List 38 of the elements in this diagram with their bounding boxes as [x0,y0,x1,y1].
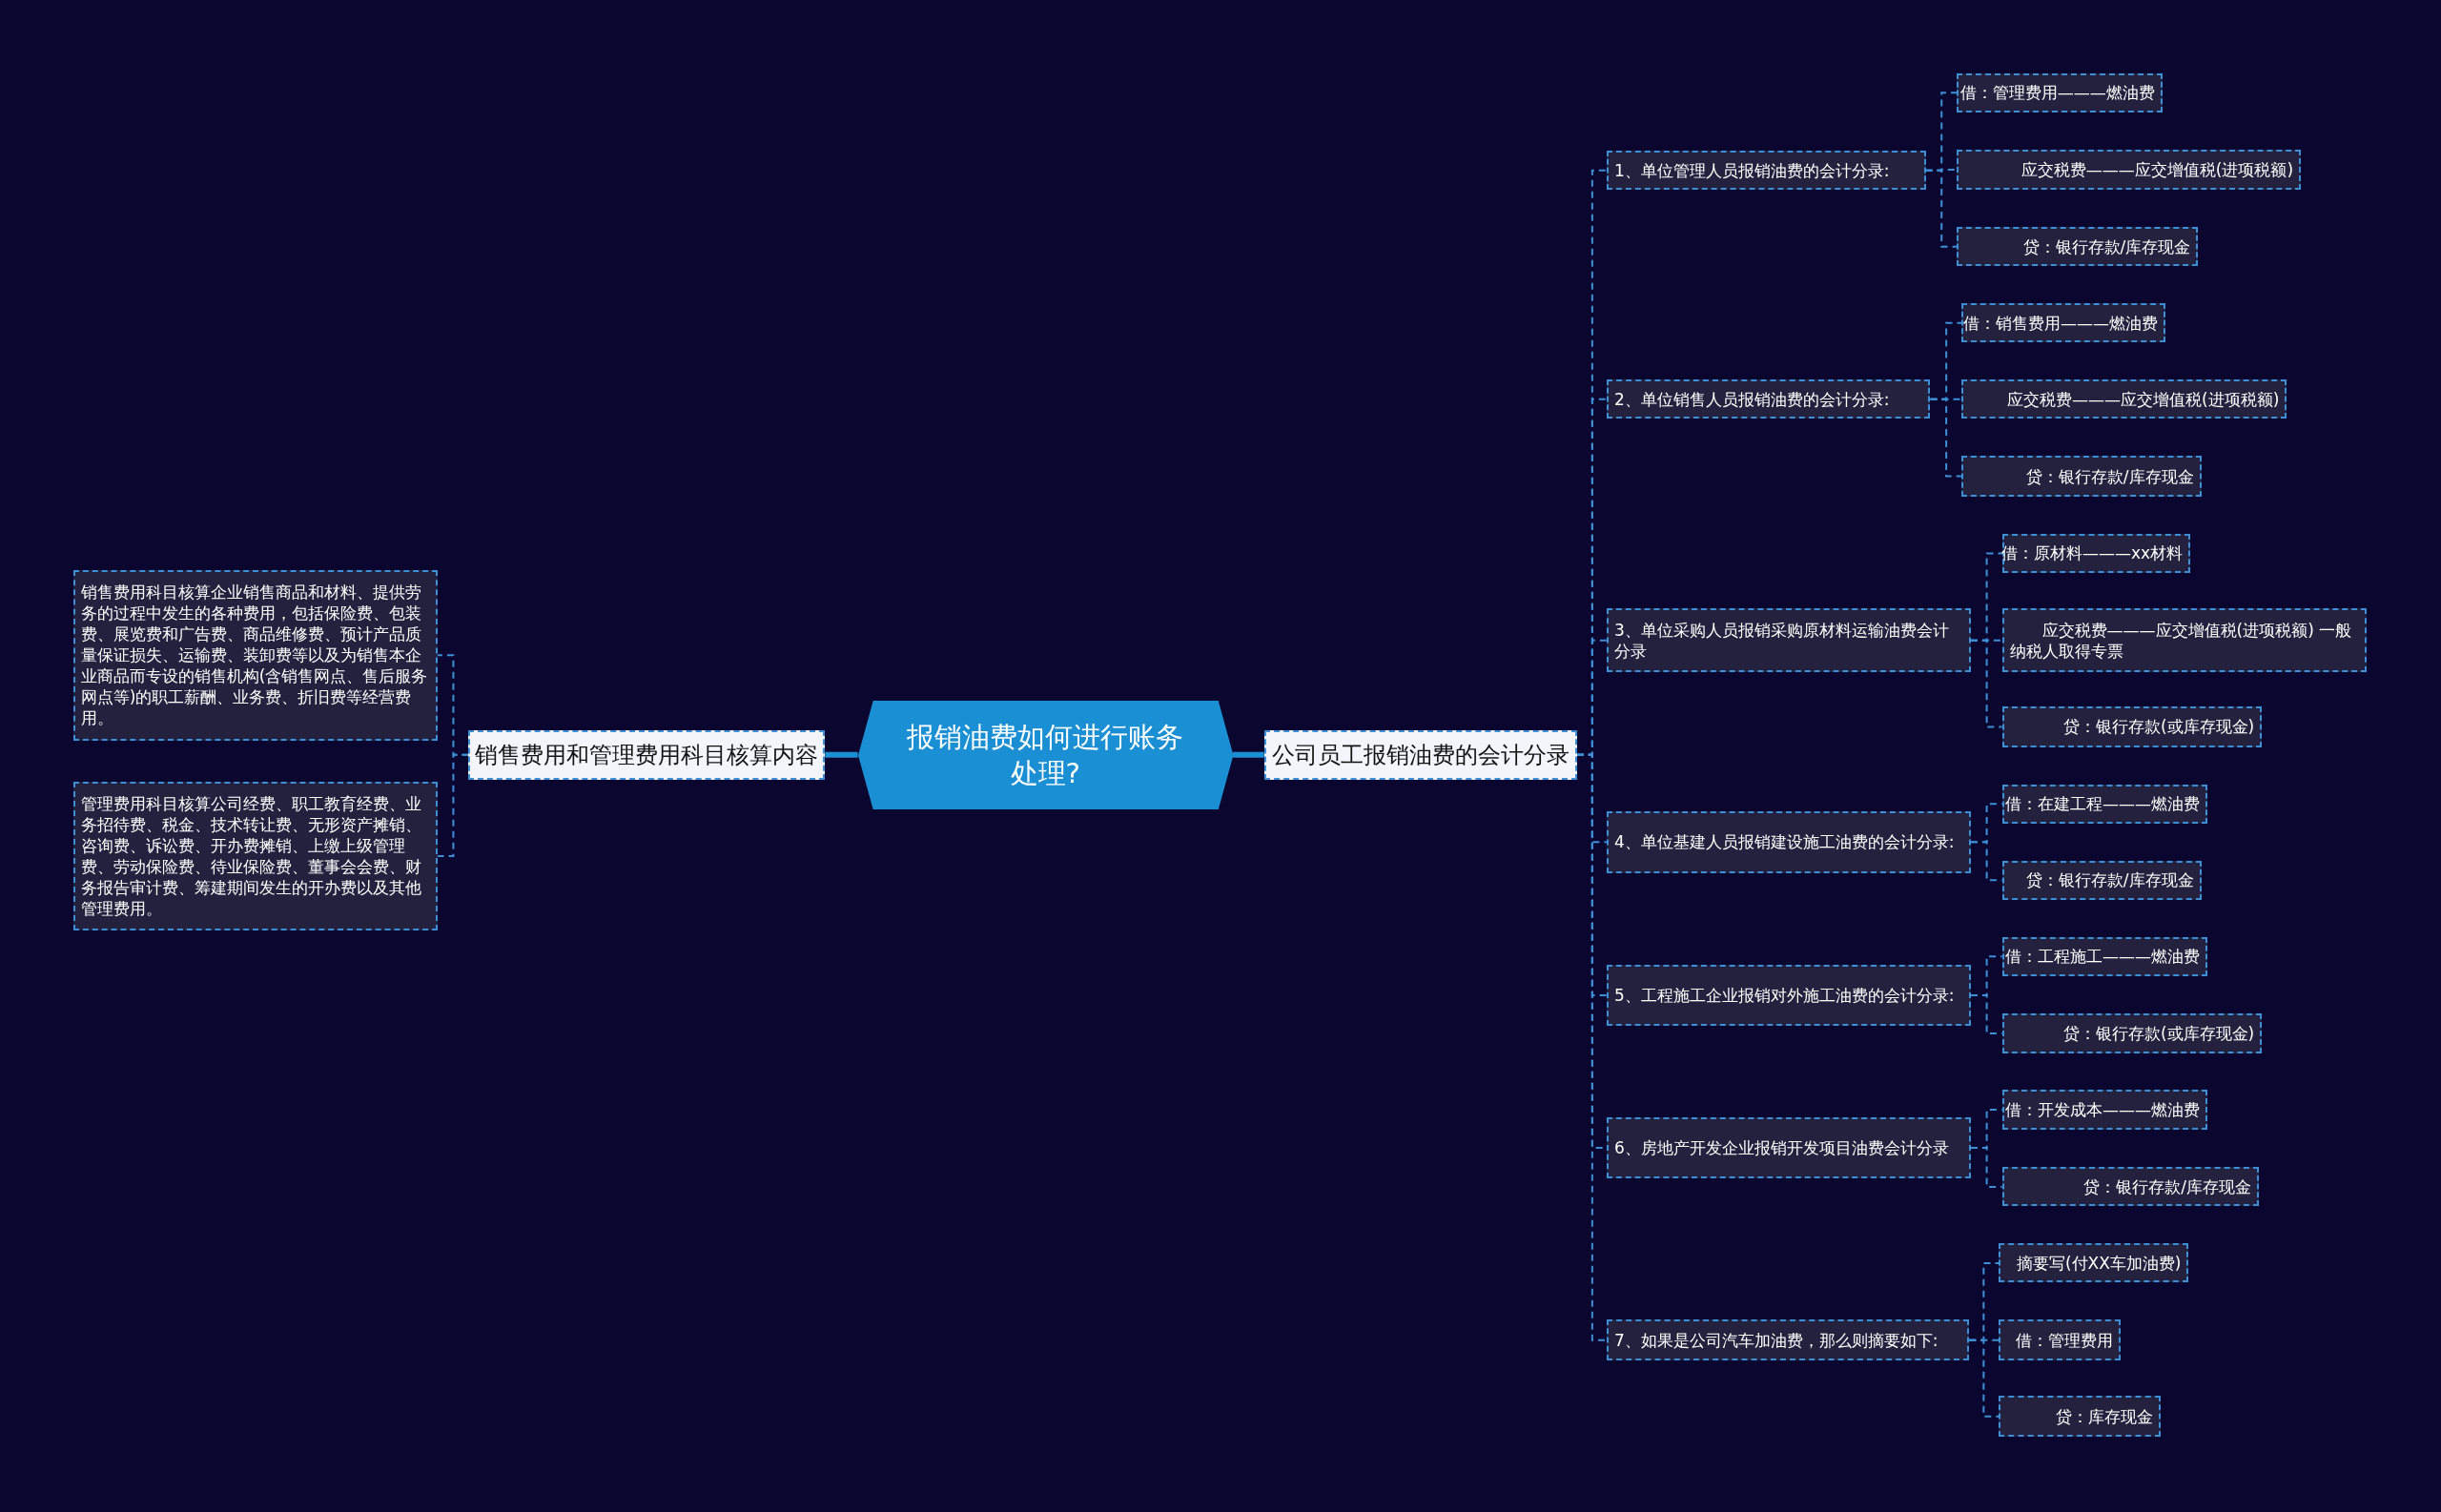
topic-box: 摘要写(付XX车加油费) [1999,1243,2189,1283]
topic-box: 借：销售费用———燃油费 [1961,303,2165,343]
central-topic: 报销油费如何进行账务处理? [857,700,1234,809]
topic-box: 应交税费———应交增值税(进项税额) 一般纳税人取得专票 [2001,608,2367,673]
topic-box: 4、单位基建人员报销建设施工油费的会计分录: [1606,810,1971,873]
topic-box: 借：管理费用 [1999,1319,2121,1360]
connector [1233,751,1264,758]
topic-box: 6、房地产开发企业报销开发项目油费会计分录 [1606,1117,1971,1178]
topic-box: 贷：银行存款/库存现金 [2001,860,2202,900]
connector [1968,1338,2000,1418]
connector [1924,169,1959,248]
topic-box: 贷：银行存款/库存现金 [1957,227,2199,267]
connector [1929,398,1963,478]
topic-box: 贷：银行存款(或库存现金) [2001,706,2263,747]
topic-box: 贷：银行存款/库存现金 [2001,1167,2259,1207]
topic-box: 贷：库存现金 [1999,1396,2162,1437]
topic-box: 贷：银行存款/库存现金 [1961,456,2202,497]
branch-box: 销售费用和管理费用科目核算内容 [468,729,826,780]
topic-box: 7、如果是公司汽车加油费，那么则摘要如下: [1606,1319,1970,1360]
topic-box: 借：工程施工———燃油费 [2001,936,2208,976]
topic-box: 2、单位销售人员报销油费的会计分录: [1606,379,1931,419]
topic-box: 借：原材料———xx材料 [2001,534,2191,573]
topic-box: 5、工程施工企业报销对外施工油费的会计分录: [1606,965,1971,1026]
topic-box: 借：管理费用———燃油费 [1957,72,2163,112]
topic-box: 销售费用科目核算企业销售商品和材料、提供劳务的过程中发生的各种费用，包括保险费、包装费、展览费和广告费、商品维修费、预计产品质量保证损失、运输费、装卸费等以及为销售本企业商品而专设的销售机构(含销售网点、售后服务网点等)的职工薪酬、业务费、折旧费等经营费用。 [72,569,438,742]
branch-box: 公司员工报销油费的会计分录 [1263,729,1577,780]
topic-box: 3、单位采购人员报销采购原材料运输油费会计分录 [1606,608,1971,673]
connector [825,751,858,758]
topic-box: 借：开发成本———燃油费 [2001,1089,2208,1131]
connector [1575,753,1608,1341]
topic-box: 贷：银行存款(或库存现金) [2001,1012,2263,1054]
topic-box: 管理费用科目核算公司经费、职工教育经费、业务招待费、税金、技术转让费、无形资产摊销、咨询费、诉讼费、开办费摊销、上缴上级管理费、劳动保险费、待业保险费、董事会会费、财务报告审计费、筹建期间发生的开办费以及其他管理费用。 [72,781,438,931]
topic-box: 应交税费———应交增值税(进项税额) [1957,149,2302,191]
topic-box: 借：在建工程———燃油费 [2001,784,2208,824]
connector [436,753,470,857]
topic-box: 应交税费———应交增值税(进项税额) [1961,379,2287,419]
connector [1969,639,2003,728]
topic-box: 1、单位管理人员报销油费的会计分录: [1606,151,1926,191]
